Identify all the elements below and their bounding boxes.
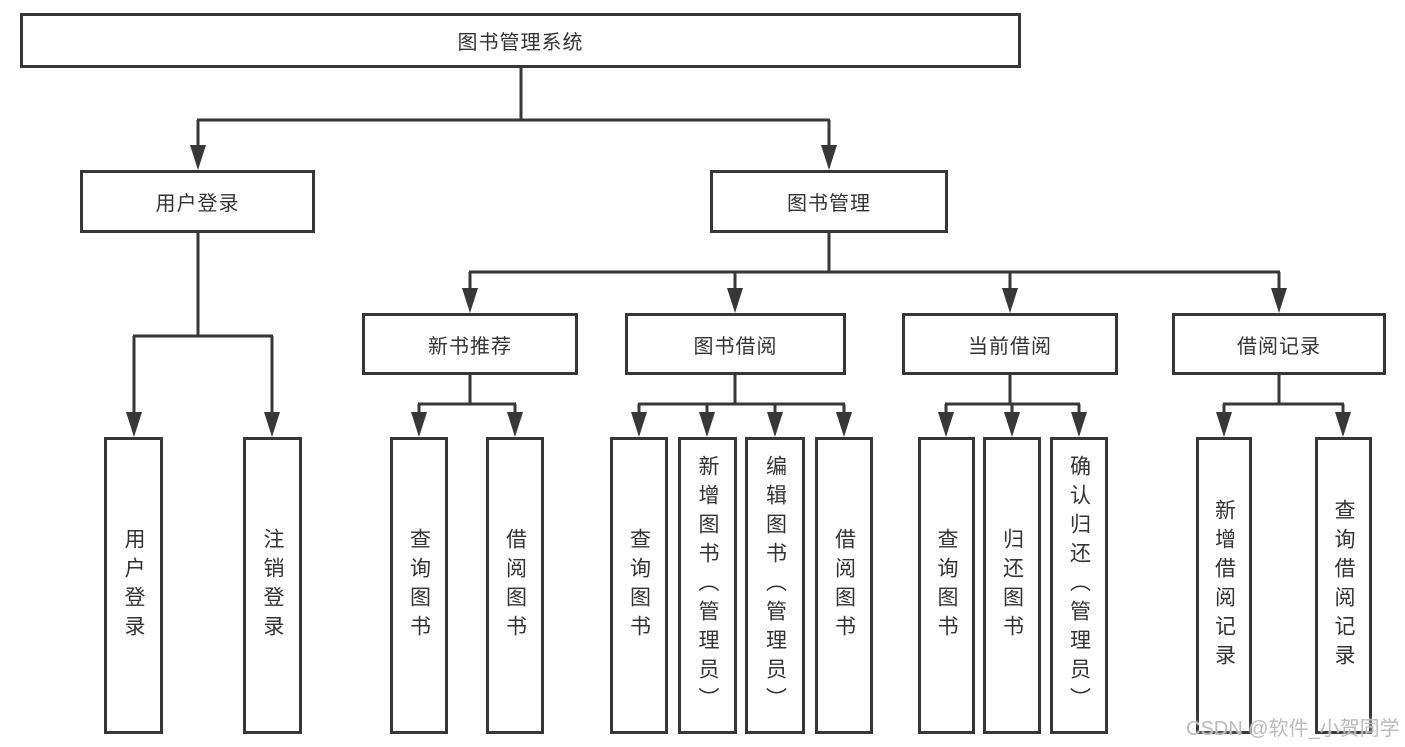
leaf-records-query-borrow-record-label: 查询借阅记录: [1332, 498, 1355, 673]
arrowhead-down: [264, 412, 280, 437]
leaf-borrowing-add-books-admin: 新增图书（管理员）: [678, 437, 737, 734]
leaf-recommend-borrow-books: 借阅图书: [486, 437, 544, 734]
node-borrowing-records-label: 借阅记录: [1237, 335, 1321, 358]
arrowhead-down: [821, 145, 837, 170]
node-book-management: 图书管理: [710, 170, 948, 233]
leaf-recommend-borrow-books-label: 借阅图书: [503, 527, 527, 644]
node-book-borrowing: 图书借阅: [625, 313, 846, 375]
arrowhead-down: [699, 412, 715, 437]
node-user-login-label: 用户登录: [155, 193, 240, 215]
arrowhead-down: [126, 412, 142, 437]
arrowhead-down: [727, 288, 743, 313]
leaf-current-confirm-return-admin-label: 确认归还（管理员）: [1067, 455, 1091, 716]
arrowhead-down: [1335, 412, 1351, 437]
node-root-system: 图书管理系统: [20, 13, 1021, 68]
arrowhead-down: [631, 412, 647, 437]
arrowhead-down: [938, 412, 954, 437]
arrowhead-down: [411, 412, 427, 437]
node-root-label: 图书管理系统: [457, 32, 584, 54]
node-book-management-label: 图书管理: [787, 193, 871, 215]
leaf-borrowing-borrow-books-label: 借阅图书: [832, 527, 856, 644]
node-current-borrowing: 当前借阅: [902, 313, 1118, 375]
arrowhead-down: [1002, 288, 1018, 313]
leaf-recommend-query-books-label: 查询图书: [407, 527, 431, 644]
leaf-logout-label: 注销登录: [261, 527, 284, 644]
arrowhead-down: [190, 145, 206, 170]
leaf-borrowing-query-books: 查询图书: [610, 437, 668, 734]
leaf-records-add-borrow-record-label: 新增借阅记录: [1212, 498, 1236, 673]
leaf-logout: 注销登录: [243, 437, 302, 734]
leaf-records-query-borrow-record: 查询借阅记录: [1315, 437, 1372, 734]
leaf-records-add-borrow-record: 新增借阅记录: [1196, 437, 1252, 734]
leaf-borrowing-borrow-books: 借阅图书: [815, 437, 873, 734]
arrowhead-down: [1004, 412, 1020, 437]
leaf-current-return-books-label: 归还图书: [1000, 527, 1024, 644]
leaf-borrowing-edit-books-admin: 编辑图书（管理员）: [745, 437, 805, 734]
leaf-current-return-books: 归还图书: [983, 437, 1041, 734]
leaf-borrowing-query-books-label: 查询图书: [627, 527, 651, 644]
node-new-book-recommendation-label: 新书推荐: [428, 335, 512, 358]
node-user-login: 用户登录: [80, 170, 315, 233]
node-new-book-recommendation: 新书推荐: [362, 313, 578, 375]
arrowhead-down: [507, 412, 523, 437]
leaf-current-confirm-return-admin: 确认归还（管理员）: [1050, 437, 1108, 734]
node-book-borrowing-label: 图书借阅: [693, 335, 778, 358]
arrowhead-down: [767, 412, 783, 437]
leaf-current-query-books-label: 查询图书: [935, 527, 958, 644]
arrowhead-down: [836, 412, 852, 437]
leaf-current-query-books: 查询图书: [918, 437, 975, 734]
leaf-user-login: 用户登录: [104, 437, 163, 734]
leaf-borrowing-edit-books-admin-label: 编辑图书（管理员）: [763, 455, 787, 716]
arrowhead-down: [1216, 412, 1232, 437]
leaf-borrowing-add-books-admin-label: 新增图书（管理员）: [696, 455, 719, 716]
arrowhead-down: [1071, 412, 1087, 437]
node-borrowing-records: 借阅记录: [1172, 313, 1386, 375]
leaf-recommend-query-books: 查询图书: [390, 437, 448, 734]
arrowhead-down: [1271, 288, 1287, 313]
watermark: CSDN @软件_小贺同学: [1186, 718, 1400, 740]
node-current-borrowing-label: 当前借阅: [968, 335, 1052, 358]
arrowhead-down: [462, 288, 478, 313]
leaf-user-login-label: 用户登录: [122, 527, 145, 644]
